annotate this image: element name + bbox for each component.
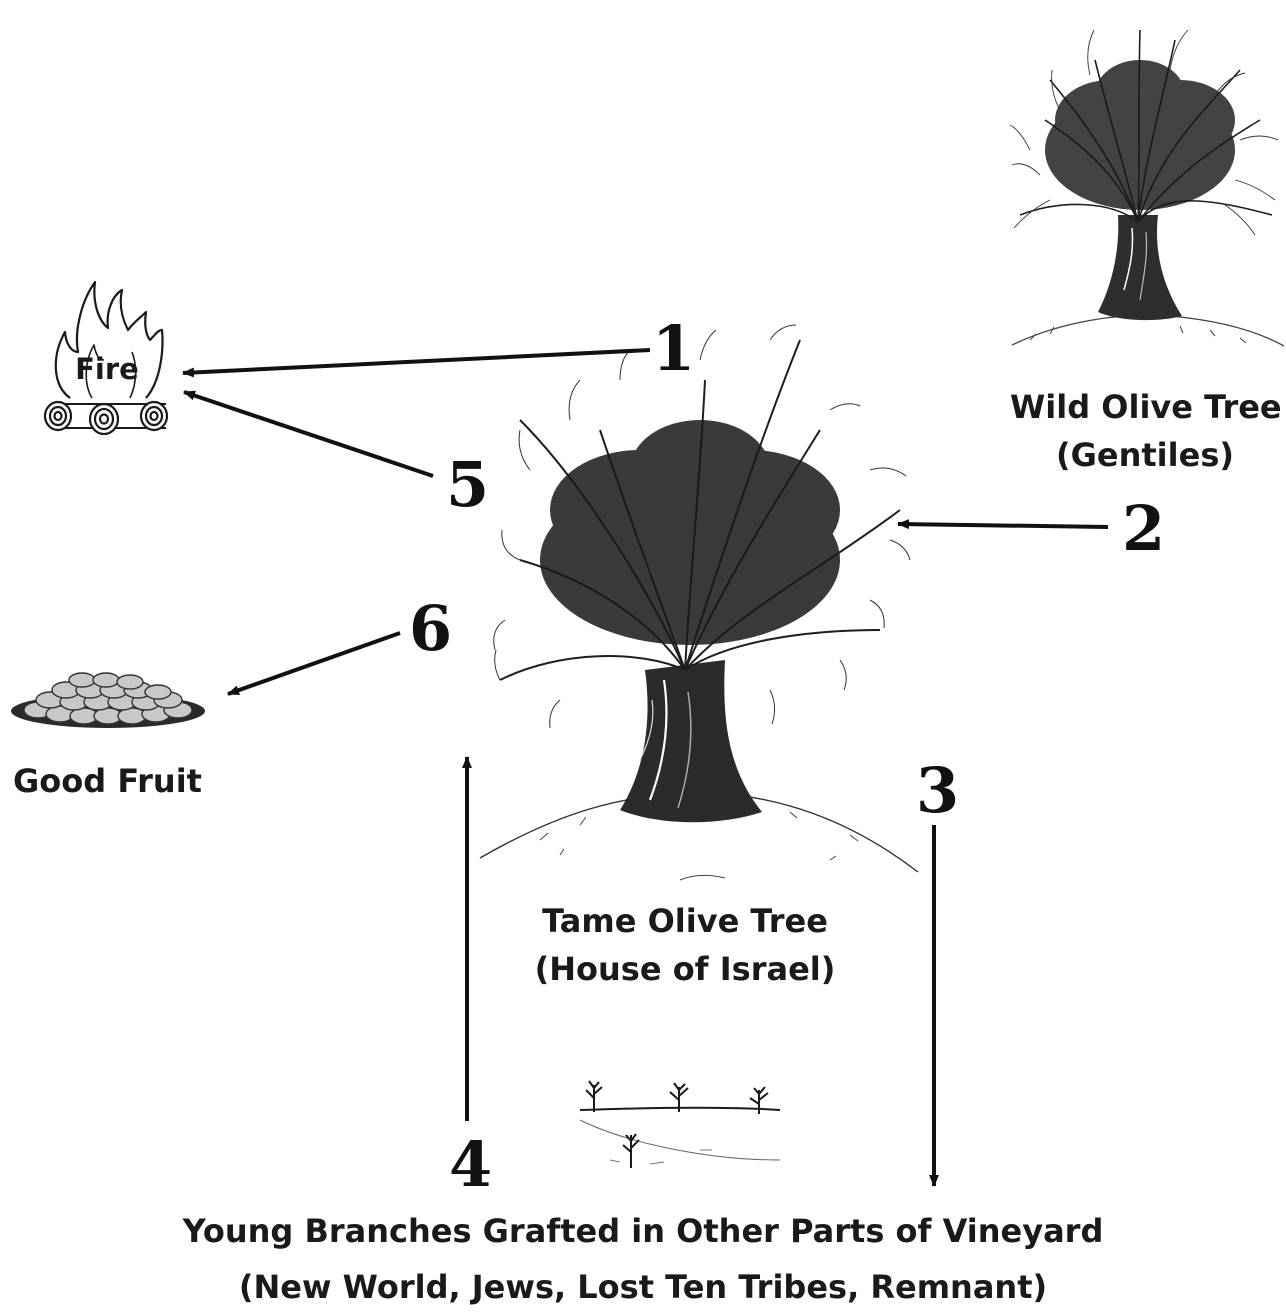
step-1: 1 [652, 318, 695, 380]
step-6: 6 [409, 598, 452, 660]
tame-olive-tree-subtitle: (House of Israel) [530, 950, 840, 988]
step-4: 4 [449, 1134, 492, 1196]
step-3: 3 [916, 760, 959, 822]
young-branches-title: Young Branches Grafted in Other Parts of… [143, 1212, 1143, 1250]
step-2: 2 [1122, 498, 1165, 560]
step-5: 5 [446, 454, 489, 516]
fire-label: Fire [68, 352, 146, 386]
wild-olive-tree-subtitle: (Gentiles) [1010, 436, 1280, 474]
good-fruit-label: Good Fruit [10, 762, 205, 800]
arrow-1 [183, 350, 650, 373]
young-branches-subtitle: (New World, Jews, Lost Ten Tribes, Remna… [143, 1268, 1143, 1306]
wild-olive-tree-icon [1010, 30, 1284, 346]
tame-olive-tree-icon [480, 325, 918, 880]
arrow-6 [228, 633, 400, 694]
fruit-dish-icon [11, 673, 205, 728]
wild-olive-tree-label: Wild Olive Tree [1010, 388, 1280, 426]
arrow-2 [898, 524, 1108, 527]
tame-olive-tree-label: Tame Olive Tree [530, 902, 840, 940]
arrow-5 [184, 392, 433, 476]
young-trees-icon [580, 1081, 780, 1168]
